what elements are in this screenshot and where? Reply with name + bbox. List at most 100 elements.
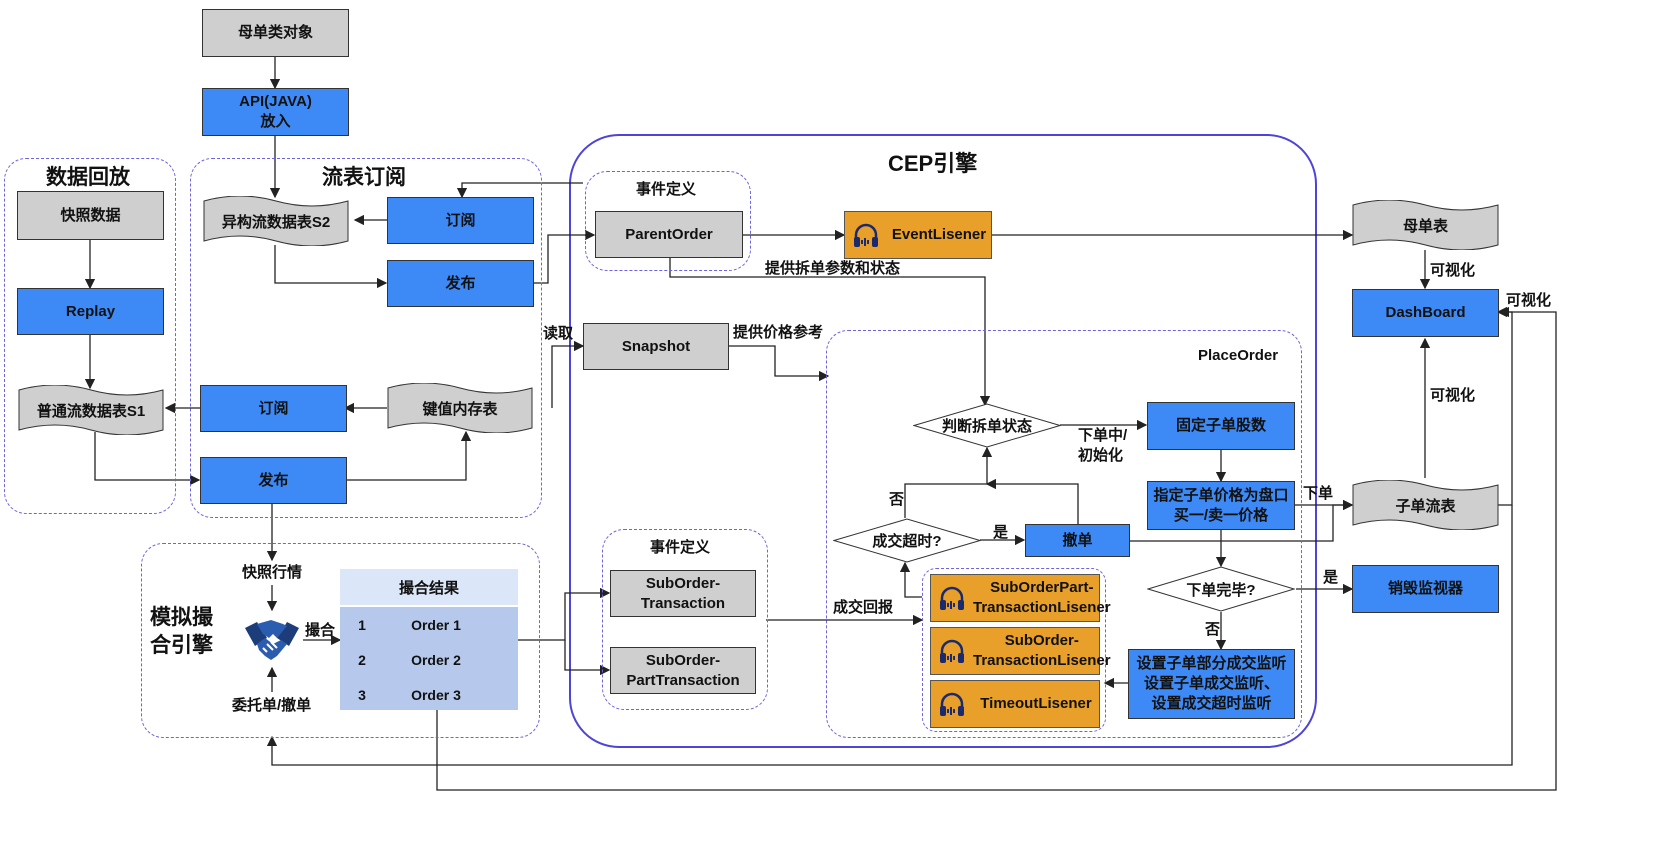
- visualize-label-top: 可视化: [1430, 262, 1476, 279]
- set-price-box[interactable]: 指定子单价格为盘口 买一/卖一价格: [1147, 481, 1295, 530]
- suborder-part-transaction-listener-box[interactable]: SubOrderPart- TransactionLisener: [930, 574, 1111, 622]
- row-index: 1: [358, 616, 366, 633]
- timeout-decision[interactable]: 成交超时?: [833, 518, 981, 563]
- child-order-stream-table-label: 子单流表: [1395, 497, 1456, 515]
- event-def-title-top: 事件定义: [636, 181, 697, 198]
- sim-match-group: [141, 543, 540, 738]
- dashboard-box[interactable]: DashBoard: [1352, 289, 1499, 337]
- snapshot-box[interactable]: Snapshot: [583, 323, 729, 370]
- headphones-icon: [940, 586, 964, 610]
- replay-group-title: 数据回放: [46, 166, 130, 189]
- publish-top-box[interactable]: 发布: [387, 260, 534, 307]
- timeout-listener-box[interactable]: TimeoutLisener: [930, 680, 1100, 728]
- edge-normal-pubmid: [94, 432, 201, 486]
- suborder-transaction-listener-label: SubOrder- TransactionLisener: [973, 632, 1111, 669]
- sim-match-group-title: 模拟撮 合引擎: [150, 606, 213, 657]
- event-def-group-bottom: [602, 529, 768, 710]
- replay-box[interactable]: Replay: [17, 288, 164, 335]
- replay-group: [4, 158, 176, 514]
- edge-snapshot-placeorder: [728, 345, 830, 382]
- edge-cep-subtop: [456, 182, 583, 199]
- no-label-done: 否: [1205, 621, 1221, 638]
- row-index: 2: [358, 651, 366, 668]
- table-row[interactable]: 2 Order 2: [340, 642, 518, 677]
- table-row[interactable]: 1 Order 1: [340, 607, 518, 642]
- subscribe-mid-box[interactable]: 订阅: [200, 385, 347, 432]
- child-order-stream-table[interactable]: 子单流表: [1352, 480, 1499, 530]
- kv-memory-table-label: 键值内存表: [422, 400, 498, 418]
- event-listener-label: EventLisener: [891, 226, 987, 243]
- edge-cancel-child: [1130, 499, 1354, 542]
- normal-stream-table-label: 普通流数据表S1: [36, 402, 146, 420]
- edge-timeout-split: [904, 446, 993, 518]
- hetero-stream-table-label: 异构流数据表S2: [221, 213, 331, 231]
- subscribe-top-box[interactable]: 订阅: [387, 197, 534, 244]
- table-row[interactable]: 3 Order 3: [340, 677, 518, 712]
- hetero-stream-table[interactable]: 异构流数据表S2: [203, 196, 349, 246]
- parent-order-table[interactable]: 母单表: [1352, 200, 1499, 250]
- api-java-box[interactable]: API(JAVA) 放入: [202, 88, 349, 136]
- set-monitor-box[interactable]: 设置子单部分成交监听 设置子单成交监听、 设置成交超时监听: [1128, 649, 1295, 719]
- suborder-transaction-box[interactable]: SubOrder- Transaction: [610, 570, 756, 617]
- edge-listener-timeout: [899, 561, 922, 598]
- suborder-transaction-listener-box[interactable]: SubOrder- TransactionLisener: [930, 627, 1111, 675]
- cep-engine-frame: [569, 134, 1317, 748]
- split-state-decision[interactable]: 判断拆单状态: [913, 403, 1061, 448]
- row-order: Order 2: [411, 651, 461, 668]
- timeout-decision-label: 成交超时?: [872, 533, 942, 550]
- suborder-part-transaction-box[interactable]: SubOrder- PartTransaction: [610, 647, 756, 694]
- edge-kv-snapshot: [551, 340, 585, 408]
- headphones-icon: [940, 639, 964, 663]
- event-def-group-top: [585, 171, 751, 271]
- publish-mid-box[interactable]: 发布: [200, 457, 347, 504]
- order-done-decision-label: 下单完毕?: [1186, 581, 1256, 599]
- entrust-cancel-label: 委托单/撤单: [232, 697, 312, 714]
- match-label: 撮合: [305, 622, 336, 639]
- listeners-group: [922, 568, 1106, 732]
- place-order-title: PlaceOrder: [1198, 347, 1279, 364]
- parent-order-object-box[interactable]: 母单类对象: [202, 9, 349, 57]
- cancel-order-box[interactable]: 撤单: [1025, 524, 1130, 557]
- edge-table-dash: [436, 306, 1557, 791]
- fixed-shares-box[interactable]: 固定子单股数: [1147, 402, 1295, 450]
- edge-table-subtx: [518, 587, 611, 641]
- edge-pubtop-parent: [533, 229, 596, 284]
- visualize-label-right: 可视化: [1506, 292, 1552, 309]
- trade-report-label: 成交回报: [833, 599, 894, 616]
- no-label-timeout: 否: [889, 491, 905, 508]
- row-index: 3: [358, 686, 366, 703]
- edge-parent-split: [669, 257, 991, 407]
- snapshot-data-box[interactable]: 快照数据: [17, 191, 164, 240]
- yes-label-done: 是: [1323, 569, 1339, 586]
- row-order: Order 1: [411, 616, 461, 633]
- parent-order-box[interactable]: ParentOrder: [595, 211, 743, 258]
- read-label: 读取: [543, 325, 574, 342]
- edge-table-subparttx: [564, 640, 611, 676]
- edge-hetero-pubtop: [274, 245, 388, 289]
- order-done-decision[interactable]: 下单完毕?: [1147, 566, 1295, 612]
- event-listener-box[interactable]: EventLisener: [844, 211, 992, 259]
- headphones-icon: [940, 692, 964, 716]
- edge-pubmid-kv: [346, 430, 472, 481]
- yes-label-timeout: 是: [993, 524, 1009, 541]
- place-order-group: [826, 330, 1302, 738]
- normal-stream-table[interactable]: 普通流数据表S1: [18, 385, 164, 435]
- row-order: Order 3: [411, 686, 461, 703]
- headphones-icon: [854, 223, 878, 247]
- split-state-decision-label: 判断拆单状态: [941, 418, 1032, 435]
- edge-cancel-split: [985, 478, 1079, 524]
- handshake-icon: [245, 620, 299, 660]
- stream-subscribe-group: [190, 158, 542, 518]
- quote-label: 快照行情: [240, 563, 305, 583]
- kv-memory-table[interactable]: 键值内存表: [387, 383, 533, 433]
- timeout-listener-label: TimeoutLisener: [980, 695, 1092, 712]
- visualize-label-mid: 可视化: [1430, 387, 1476, 404]
- stream-subscribe-group-title: 流表订阅: [322, 166, 406, 189]
- place-order-label: 下单: [1303, 485, 1334, 502]
- ordering-init-label: 下单中/ 初始化: [1078, 427, 1128, 464]
- edge-child-entrust: [266, 505, 1513, 766]
- destroy-monitor-box[interactable]: 销毁监视器: [1352, 565, 1499, 613]
- parent-order-table-label: 母单表: [1402, 217, 1448, 235]
